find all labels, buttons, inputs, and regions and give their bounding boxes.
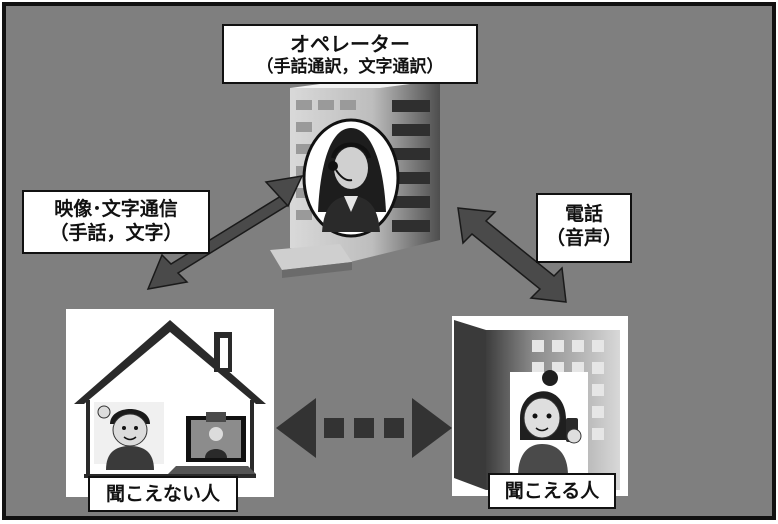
deaf-person-text: 聞こえない人 <box>105 483 220 505</box>
signing-person-icon <box>94 402 164 470</box>
operator-headset-icon <box>302 118 400 238</box>
operator-title: オペレーター <box>290 32 410 56</box>
video-text-link-line1: 映像･文字通信 <box>54 198 178 220</box>
double-arrow-icon <box>146 175 304 290</box>
deaf-person-label: 聞こえない人 <box>88 476 238 512</box>
video-text-link-line2: （手話，文字） <box>49 221 183 244</box>
hearing-person-text: 聞こえる人 <box>504 480 600 502</box>
phone-link-line2: （音声） <box>545 226 622 249</box>
operator-label: オペレーター （手話通訳，文字通訳） <box>222 24 478 84</box>
video-text-link-label: 映像･文字通信 （手話，文字） <box>22 190 210 254</box>
smartphone-icon <box>518 370 582 476</box>
hearing-person-label: 聞こえる人 <box>488 473 616 509</box>
double-arrow-icon <box>457 207 567 303</box>
phone-link-label: 電話 （音声） <box>536 193 632 263</box>
dashed-double-arrow-icon <box>276 398 452 458</box>
laptop-icon <box>168 412 256 474</box>
operator-subtitle: （手話通訳，文字通訳） <box>256 57 444 77</box>
phone-link-line1: 電話 <box>564 203 603 225</box>
